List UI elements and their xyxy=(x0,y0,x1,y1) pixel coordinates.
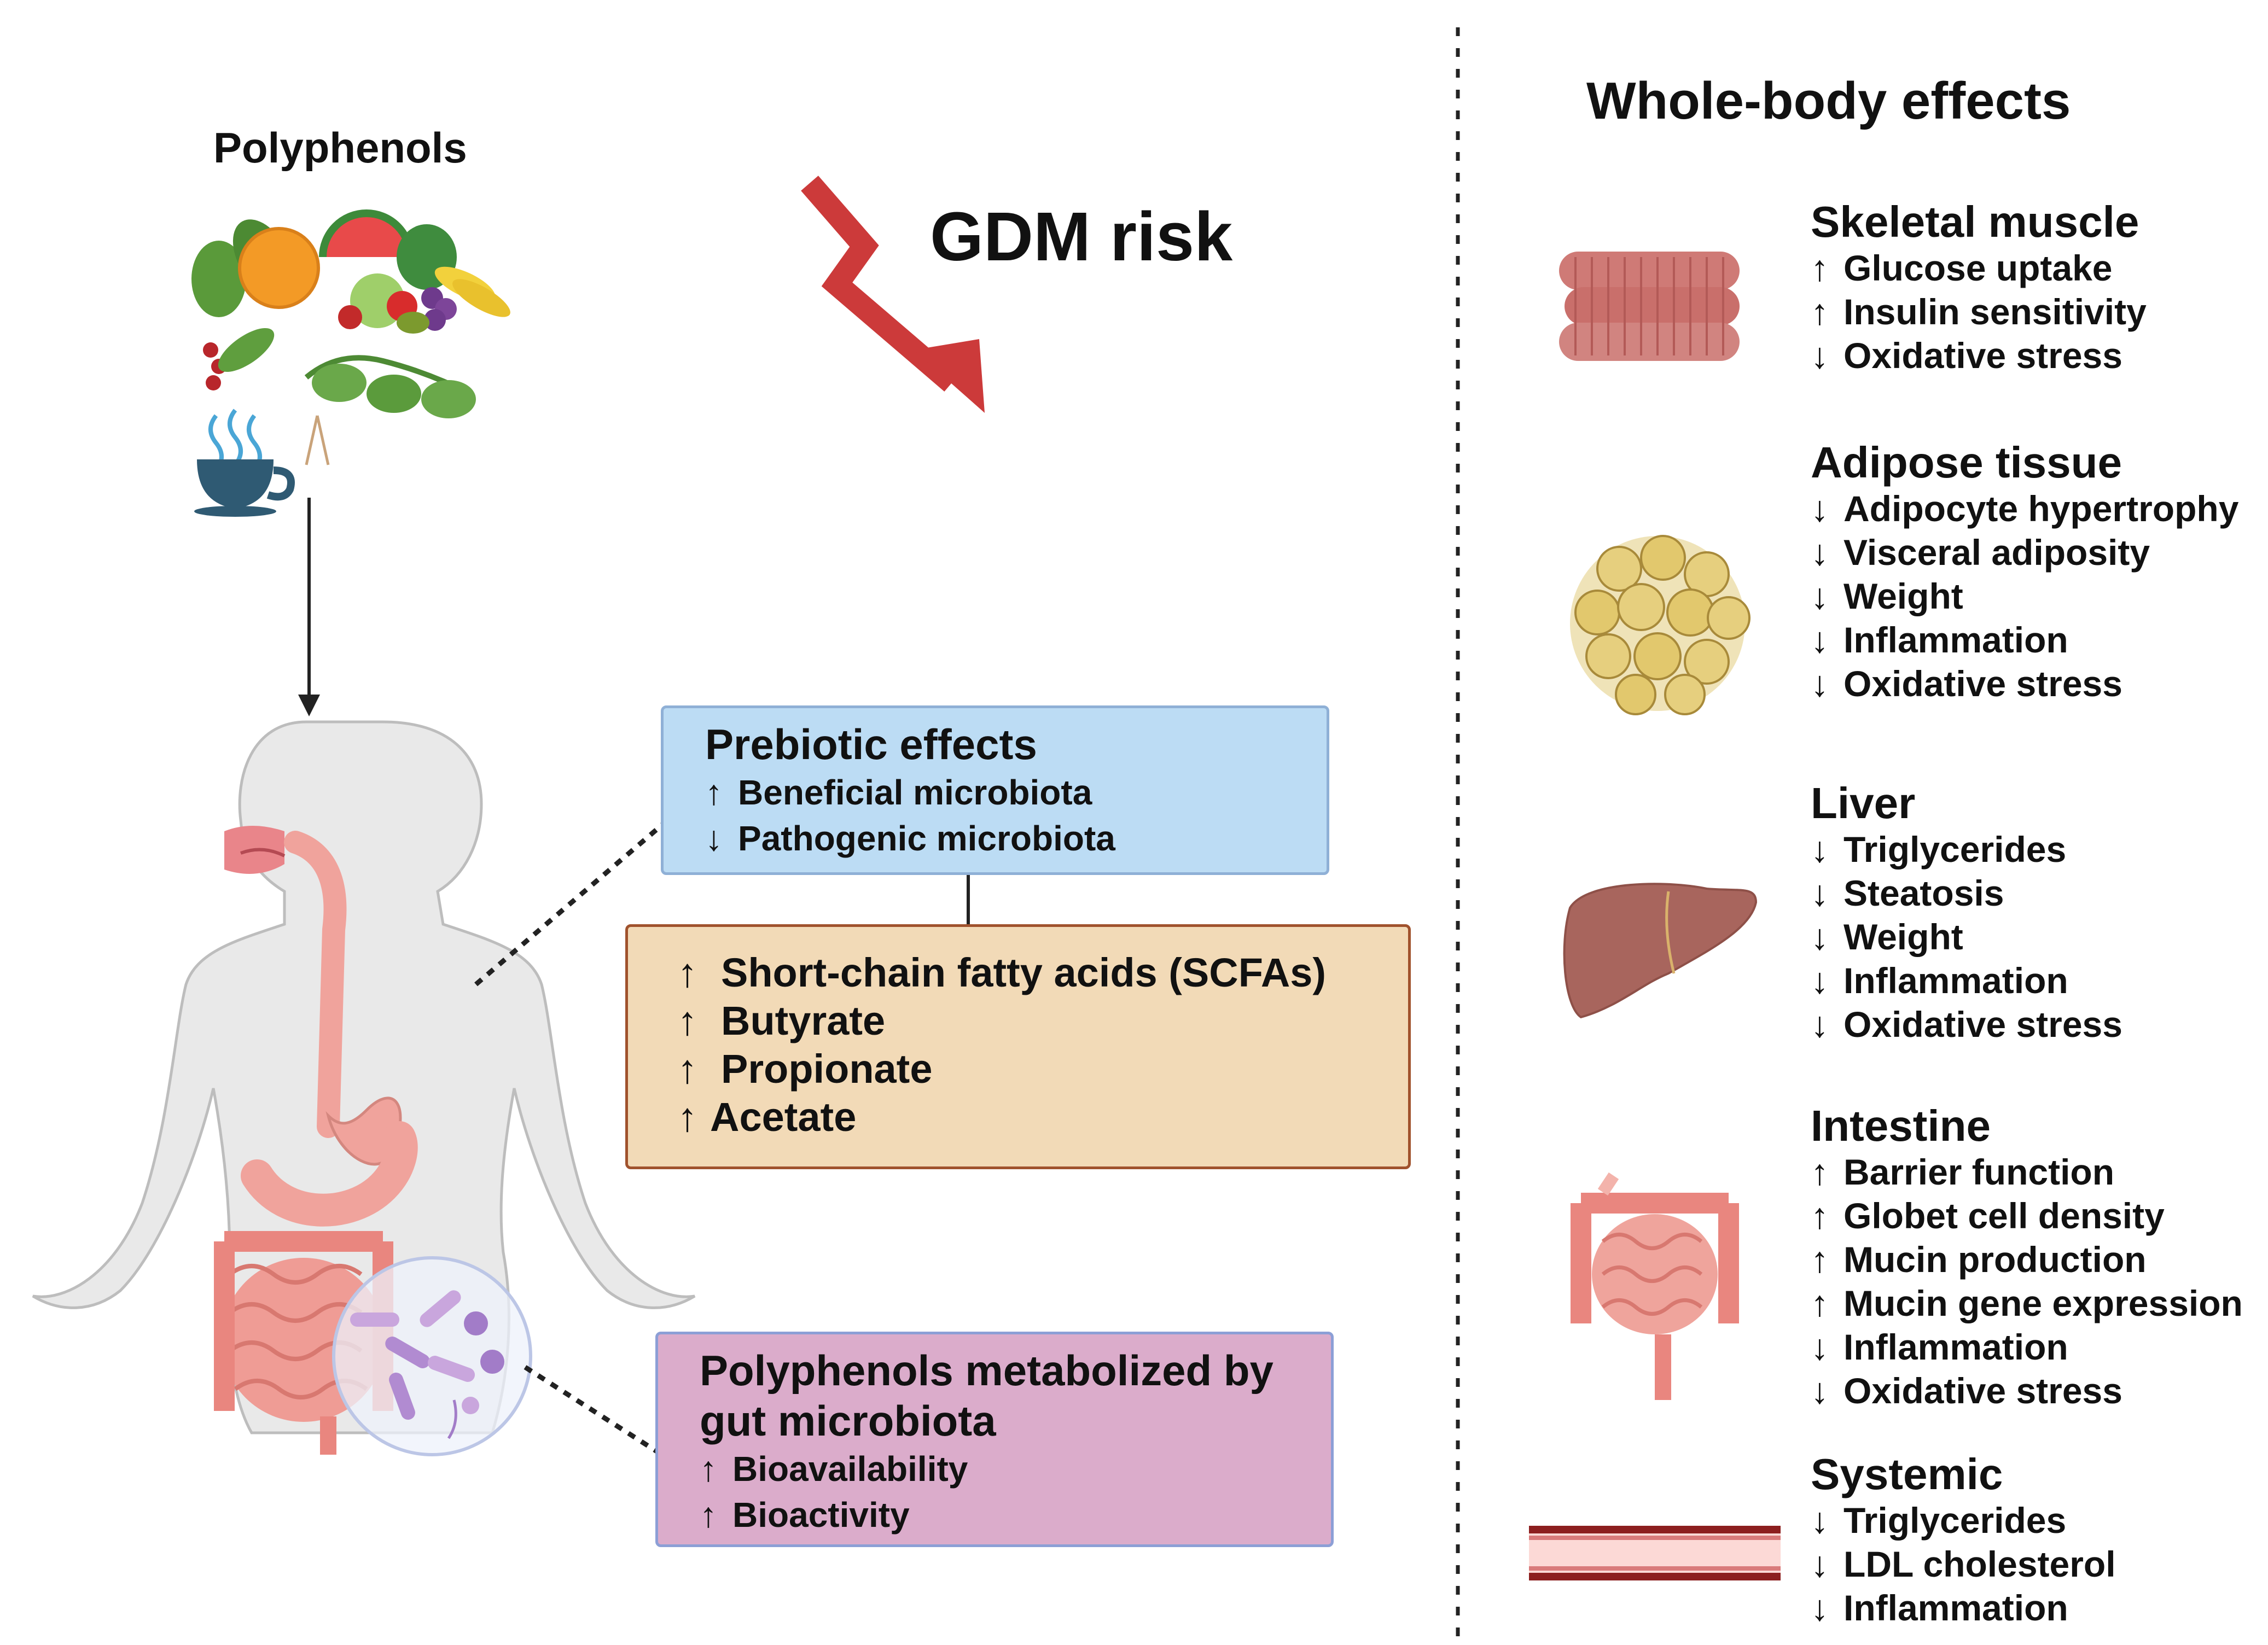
gdm-down-arrow-icon xyxy=(801,176,985,413)
prebiotic-effects-box: Prebiotic effects ↑Beneficial microbiota… xyxy=(661,705,1329,875)
organ-systemic: Systemic ↓Triglycerides ↓LDL cholesterol… xyxy=(1811,1450,2116,1630)
effect-line: ↑Glucose uptake xyxy=(1811,248,2113,288)
polyphenols-label: Polyphenols xyxy=(213,124,467,172)
effect-line: ↓Pathogenic microbiota xyxy=(705,819,1115,858)
organ-title: Intestine xyxy=(1811,1101,1991,1150)
human-body-icon xyxy=(32,720,696,1456)
effect-line: ↑Bioavailability xyxy=(700,1449,968,1489)
effect-line: ↓Oxidative stress xyxy=(1811,335,2122,376)
muscle-icon xyxy=(1559,252,1740,361)
liver-icon xyxy=(1563,883,1758,1019)
effect-line: ↓Oxidative stress xyxy=(1811,663,2122,704)
organ-skeletal-muscle: Skeletal muscle ↑Glucose uptake ↑Insulin… xyxy=(1811,198,2147,377)
effect-line: ↓Adipocyte hypertrophy xyxy=(1811,488,2239,529)
effect-line: ↑Acetate xyxy=(677,1094,857,1140)
effect-line: ↑Insulin sensitivity xyxy=(1811,291,2147,332)
effect-line: ↓Triglycerides xyxy=(1811,1500,2067,1541)
prebiotic-effects-title: Prebiotic effects xyxy=(705,720,1037,768)
effect-line: ↑Globet cell density xyxy=(1811,1195,2165,1236)
effect-line: ↑Barrier function xyxy=(1811,1152,2115,1192)
effect-line: ↓Triglycerides xyxy=(1811,829,2067,870)
tea-cup-icon xyxy=(194,409,295,517)
effect-line: ↑Short-chain fatty acids (SCFAs) xyxy=(677,950,1327,995)
whole-body-heading: Whole-body effects xyxy=(1586,72,2071,130)
organ-intestine: Intestine ↑Barrier function ↑Globet cell… xyxy=(1811,1102,2243,1413)
metabolized-title-line2: gut microbiota xyxy=(700,1397,996,1445)
gdm-risk-label: GDM risk xyxy=(930,198,1233,275)
organ-title: Skeletal muscle xyxy=(1811,197,2139,246)
connector-prebiotic xyxy=(474,818,669,987)
organ-title: Adipose tissue xyxy=(1811,438,2122,487)
effect-line: ↓Weight xyxy=(1811,917,1963,957)
effect-line: ↑Beneficial microbiota xyxy=(705,773,1092,812)
effect-line: ↓Inflammation xyxy=(1811,1588,2068,1628)
effect-line: ↓Steatosis xyxy=(1811,873,2004,913)
adipose-icon xyxy=(1570,535,1751,715)
effect-line: ↓Weight xyxy=(1811,576,1963,616)
effect-line: ↑Mucin production xyxy=(1811,1239,2147,1280)
polyphenol-foods-icon xyxy=(191,209,510,465)
organ-adipose-tissue: Adipose tissue ↓Adipocyte hypertrophy ↓V… xyxy=(1811,439,2238,705)
effect-line: ↓Oxidative stress xyxy=(1811,1370,2122,1411)
metabolized-title-line1: Polyphenols metabolized by xyxy=(700,1346,1273,1395)
intestine-icon xyxy=(1571,1172,1739,1400)
effect-line: ↓Oxidative stress xyxy=(1811,1004,2122,1045)
effect-line: ↓Inflammation xyxy=(1811,960,2068,1001)
organ-liver: Liver ↓Triglycerides ↓Steatosis ↓Weight … xyxy=(1811,779,2122,1046)
effect-line: ↓Visceral adiposity xyxy=(1811,532,2150,573)
metabolized-box: Polyphenols metabolized by gut microbiot… xyxy=(655,1332,1334,1547)
connector-metabolized xyxy=(524,1365,664,1457)
blood-vessel-icon xyxy=(1529,1526,1781,1580)
effect-line: ↑Bioactivity xyxy=(700,1495,910,1535)
effect-line: ↑Propionate xyxy=(677,1046,933,1092)
organ-title: Liver xyxy=(1811,779,1916,827)
scfa-box: ↑Short-chain fatty acids (SCFAs) ↑Butyra… xyxy=(625,924,1411,1169)
effect-line: ↑Butyrate xyxy=(677,998,886,1043)
effect-line: ↓Inflammation xyxy=(1811,620,2068,660)
effect-line: ↑Mucin gene expression xyxy=(1811,1283,2243,1323)
organ-title: Systemic xyxy=(1811,1450,2003,1498)
effect-line: ↓Inflammation xyxy=(1811,1327,2068,1367)
effect-line: ↓LDL cholesterol xyxy=(1811,1544,2116,1584)
